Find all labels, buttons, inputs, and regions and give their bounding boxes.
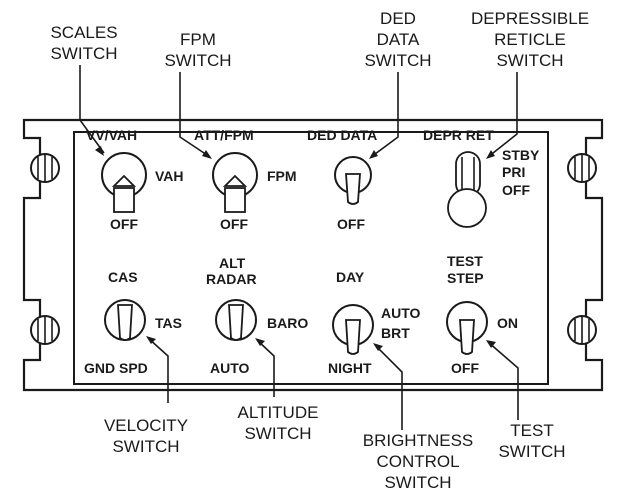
callout-scales-2: SWITCH — [50, 44, 117, 63]
label-off-depr: OFF — [502, 182, 530, 198]
altitude-arrowhead-icon — [255, 338, 265, 346]
label-deddata: DED DATA — [307, 127, 377, 143]
label-off-test: OFF — [451, 360, 479, 376]
fpm-arrowhead-icon — [202, 150, 212, 159]
callout-brightness-3: SWITCH — [384, 473, 451, 492]
depressible-reticle-switch[interactable] — [447, 151, 487, 228]
velocity-switch[interactable] — [104, 299, 146, 341]
label-pri: PRI — [502, 164, 525, 180]
label-baro: BARO — [267, 315, 308, 331]
depr-arrowhead-icon — [486, 150, 495, 159]
screw-top-right-icon — [567, 153, 597, 183]
callout-ded-3: SWITCH — [364, 51, 431, 70]
scales-leader-line — [79, 65, 105, 154]
callout-velocity-1: VELOCITY — [104, 416, 188, 435]
callout-depr-3: SWITCH — [496, 51, 563, 70]
label-attfpm: ATT/FPM — [194, 127, 254, 143]
label-gndspd: GND SPD — [84, 360, 148, 376]
test-leader-line — [487, 341, 519, 420]
scales-switch[interactable] — [101, 152, 147, 213]
fpm-leader-line — [179, 72, 211, 158]
label-vvvah: VV/VAH — [86, 127, 137, 143]
scales-arrowhead-icon — [95, 146, 104, 156]
velocity-arrowhead-icon — [146, 336, 156, 344]
label-on: ON — [497, 315, 518, 331]
label-off-scales: OFF — [110, 216, 138, 232]
label-day: DAY — [336, 269, 365, 285]
callout-altitude-2: SWITCH — [244, 424, 311, 443]
ded-leader-line — [370, 72, 399, 158]
fpm-switch[interactable] — [212, 152, 258, 213]
screw-bottom-left-icon — [30, 315, 60, 345]
callout-depr-2: RETICLE — [494, 30, 566, 49]
altitude-switch[interactable] — [215, 299, 257, 341]
label-fpm: FPM — [267, 168, 297, 184]
label-auto-altitude: AUTO — [210, 360, 250, 376]
test-arrowhead-icon — [486, 340, 496, 348]
callout-scales-1: SCALES — [50, 23, 117, 42]
label-deprret: DEPR RET — [423, 127, 494, 143]
callout-ded-1: DED — [380, 9, 416, 28]
label-auto-brightness: AUTO — [381, 305, 421, 321]
label-vah: VAH — [155, 168, 184, 184]
depr-leader-line — [487, 72, 518, 158]
callout-altitude-1: ALTITUDE — [238, 403, 319, 422]
ded-data-switch[interactable] — [334, 156, 372, 205]
callout-brightness-2: CONTROL — [376, 452, 459, 471]
label-stby: STBY — [502, 147, 540, 163]
callout-fpm-2: SWITCH — [164, 51, 231, 70]
label-alt: ALT — [219, 255, 246, 271]
screw-bottom-right-icon — [567, 315, 597, 345]
brightness-arrowhead-icon — [373, 343, 383, 351]
callout-velocity-2: SWITCH — [112, 437, 179, 456]
label-off-ded: OFF — [337, 216, 365, 232]
label-cas: CAS — [108, 269, 138, 285]
brightness-leader-line — [374, 344, 403, 430]
callout-ded-2: DATA — [377, 30, 420, 49]
ded-arrowhead-icon — [369, 150, 378, 159]
label-off-fpm: OFF — [220, 216, 248, 232]
callout-test-2: SWITCH — [498, 442, 565, 461]
callout-fpm-1: FPM — [180, 30, 216, 49]
label-test: TEST — [447, 253, 483, 269]
label-brt: BRT — [381, 325, 410, 341]
brightness-control-switch[interactable] — [332, 304, 374, 355]
altitude-leader-line — [256, 339, 275, 397]
label-night: NIGHT — [328, 360, 372, 376]
callout-test-1: TEST — [510, 421, 553, 440]
label-radar: RADAR — [206, 271, 257, 287]
test-switch[interactable] — [446, 301, 488, 355]
callout-depr-1: DEPRESSIBLE — [471, 9, 589, 28]
screw-top-left-icon — [30, 153, 60, 183]
label-step: STEP — [447, 270, 484, 286]
velocity-leader-line — [147, 337, 169, 403]
label-tas: TAS — [155, 315, 182, 331]
callout-brightness-1: BRIGHTNESS — [363, 431, 474, 450]
